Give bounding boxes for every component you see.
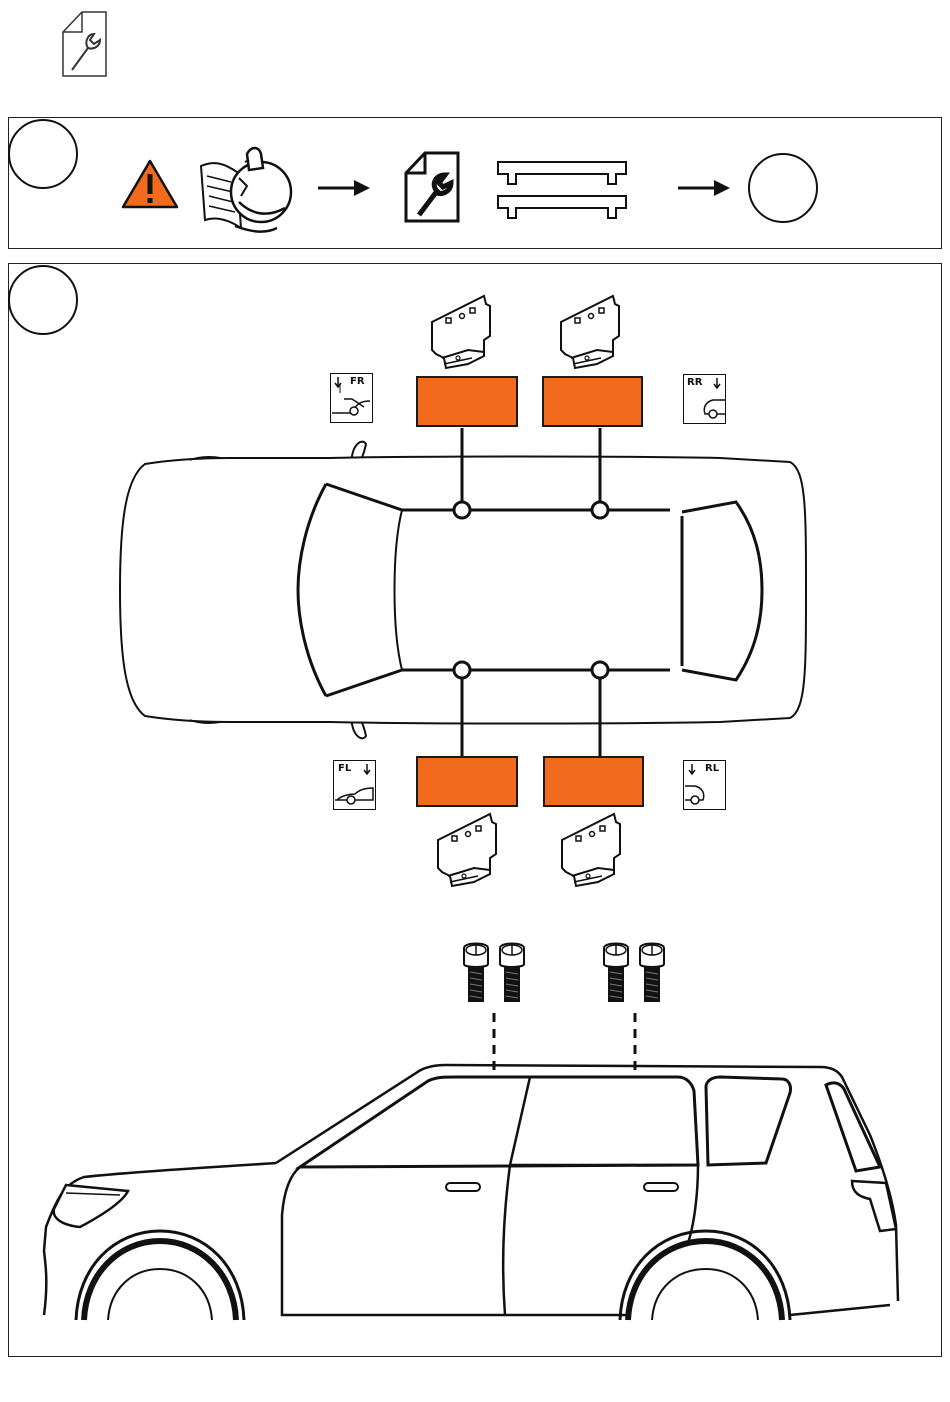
- warning-triangle-icon: [120, 158, 180, 210]
- step-2-circle: [8, 265, 78, 335]
- next-step-circle: [748, 153, 818, 223]
- car-rear-icon: [683, 374, 726, 424]
- arrow-right-icon: [318, 180, 370, 196]
- rear-left-position-label: RL: [683, 760, 726, 810]
- car-top-view: [0, 420, 950, 760]
- read-instructions-icon: [195, 142, 295, 238]
- mounting-bracket-icon: [557, 294, 627, 374]
- foot-pad-rear-left: [543, 756, 644, 807]
- manual-wrench-icon: [60, 10, 108, 78]
- mounting-bracket-icon: [558, 812, 628, 892]
- car-side-view: [0, 1005, 950, 1335]
- roof-bars-icon: [496, 160, 628, 222]
- car-front-icon: [333, 760, 376, 810]
- bolt-icon: [602, 942, 630, 1004]
- bolt-icon: [638, 942, 666, 1004]
- arrow-right-icon: [678, 180, 730, 196]
- front-left-position-label: FL: [333, 760, 376, 810]
- rear-right-position-label: RR: [683, 374, 726, 424]
- bolt-icon: [462, 942, 490, 1004]
- car-front-icon: [330, 373, 373, 423]
- step-1-circle: [8, 119, 78, 189]
- bolt-icon: [498, 942, 526, 1004]
- car-rear-icon: [683, 760, 726, 810]
- mounting-bracket-icon: [434, 812, 504, 892]
- front-right-position-label: FR: [330, 373, 373, 423]
- manual-wrench-icon: [403, 151, 461, 223]
- foot-pad-front-left: [416, 756, 518, 807]
- mounting-bracket-icon: [428, 294, 498, 374]
